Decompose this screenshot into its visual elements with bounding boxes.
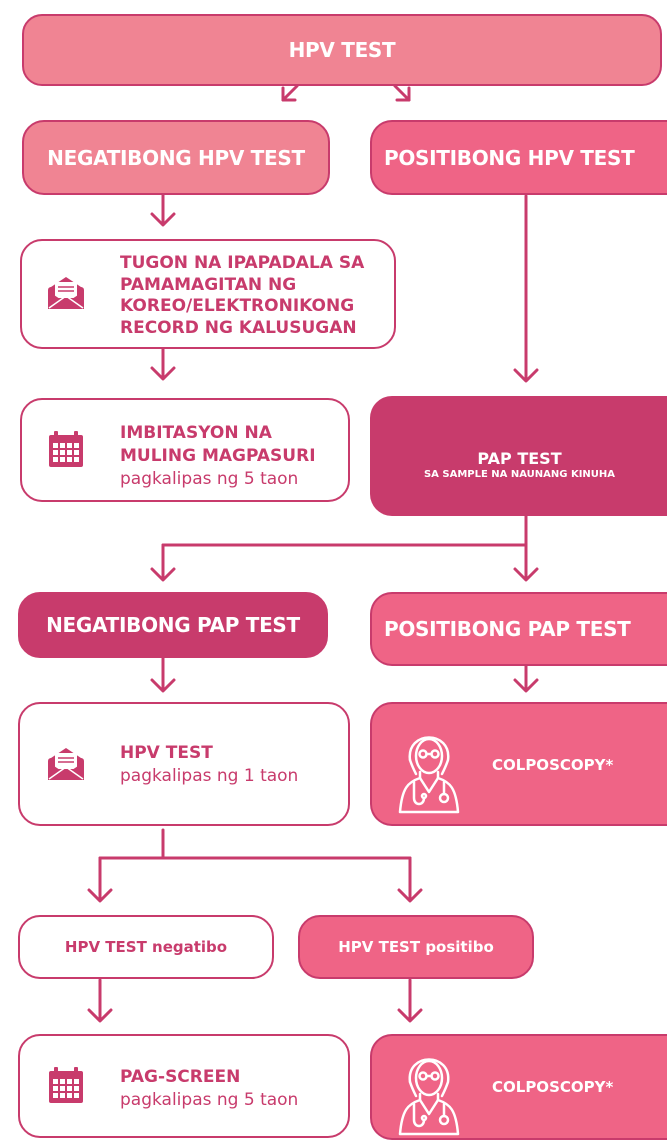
node-label: PAP TEST <box>477 448 562 468</box>
arrow-shaft <box>393 84 411 102</box>
node-label: HPV TEST positibo <box>338 938 494 956</box>
node-label: TUGON NA IPAPADALA SA PAMAMAGITAN NG KOR… <box>120 253 365 338</box>
node-label: POSITIBONG PAP TEST <box>384 617 631 641</box>
node-hpv-test-positive: HPV TEST positibo <box>298 915 534 979</box>
node-hpv-test-negative: HPV TEST negatibo <box>18 915 274 979</box>
node-label: COLPOSCOPY* <box>492 1078 614 1096</box>
node-label: HPV TEST <box>120 743 213 763</box>
node-screening: PAG-SCREEN pagkalipas ng 5 taon <box>18 1034 350 1138</box>
node-reply-by-mail: TUGON NA IPAPADALA SA PAMAMAGITAN NG KOR… <box>20 239 396 349</box>
node-invitation: IMBITASYON NA MULING MAGPASURI pagkalipa… <box>20 398 350 502</box>
node-positive-hpv-test: POSITIBONG HPV TEST <box>370 120 667 195</box>
node-sublabel: SA SAMPLE NA NAUNANG KINUHA <box>423 468 616 480</box>
arrow-head <box>281 86 297 102</box>
node-sublabel: pagkalipas ng 5 taon <box>120 1090 299 1110</box>
node-label: HPV TEST <box>288 38 396 62</box>
node-negative-hpv-test: NEGATIBONG HPV TEST <box>22 120 330 195</box>
node-sublabel: pagkalipas ng 1 taon <box>120 766 299 786</box>
calendar-icon <box>48 430 84 472</box>
node-colposcopy: COLPOSCOPY* <box>370 702 667 826</box>
node-label: PAG-SCREEN <box>120 1067 241 1087</box>
node-label: NEGATIBONG HPV TEST <box>47 145 305 170</box>
arrow-head <box>395 86 411 102</box>
node-positive-pap-test: POSITIBONG PAP TEST <box>370 592 667 666</box>
node-hpv-test-1-year: HPV TEST pagkalipas ng 1 taon <box>18 702 350 826</box>
calendar-icon <box>48 1066 84 1108</box>
node-pap-test: PAP TEST SA SAMPLE NA NAUNANG KINUHA <box>370 396 667 516</box>
node-label: POSITIBONG HPV TEST <box>384 145 635 170</box>
node-label: IMBITASYON NA MULING MAGPASURI <box>120 423 316 466</box>
node-label: NEGATIBONG PAP TEST <box>46 613 300 637</box>
node-hpv-test: HPV TEST <box>22 14 662 86</box>
envelope-icon <box>46 277 86 315</box>
doctor-icon <box>398 1044 460 1140</box>
node-label: HPV TEST negatibo <box>64 938 228 956</box>
node-label: COLPOSCOPY* <box>492 756 614 774</box>
node-negative-pap-test: NEGATIBONG PAP TEST <box>18 592 328 658</box>
doctor-icon <box>398 722 460 818</box>
envelope-icon <box>46 748 86 786</box>
node-colposcopy: COLPOSCOPY* <box>370 1034 667 1140</box>
arrow-shaft <box>281 84 299 102</box>
node-sublabel: pagkalipas ng 5 taon <box>120 469 299 489</box>
